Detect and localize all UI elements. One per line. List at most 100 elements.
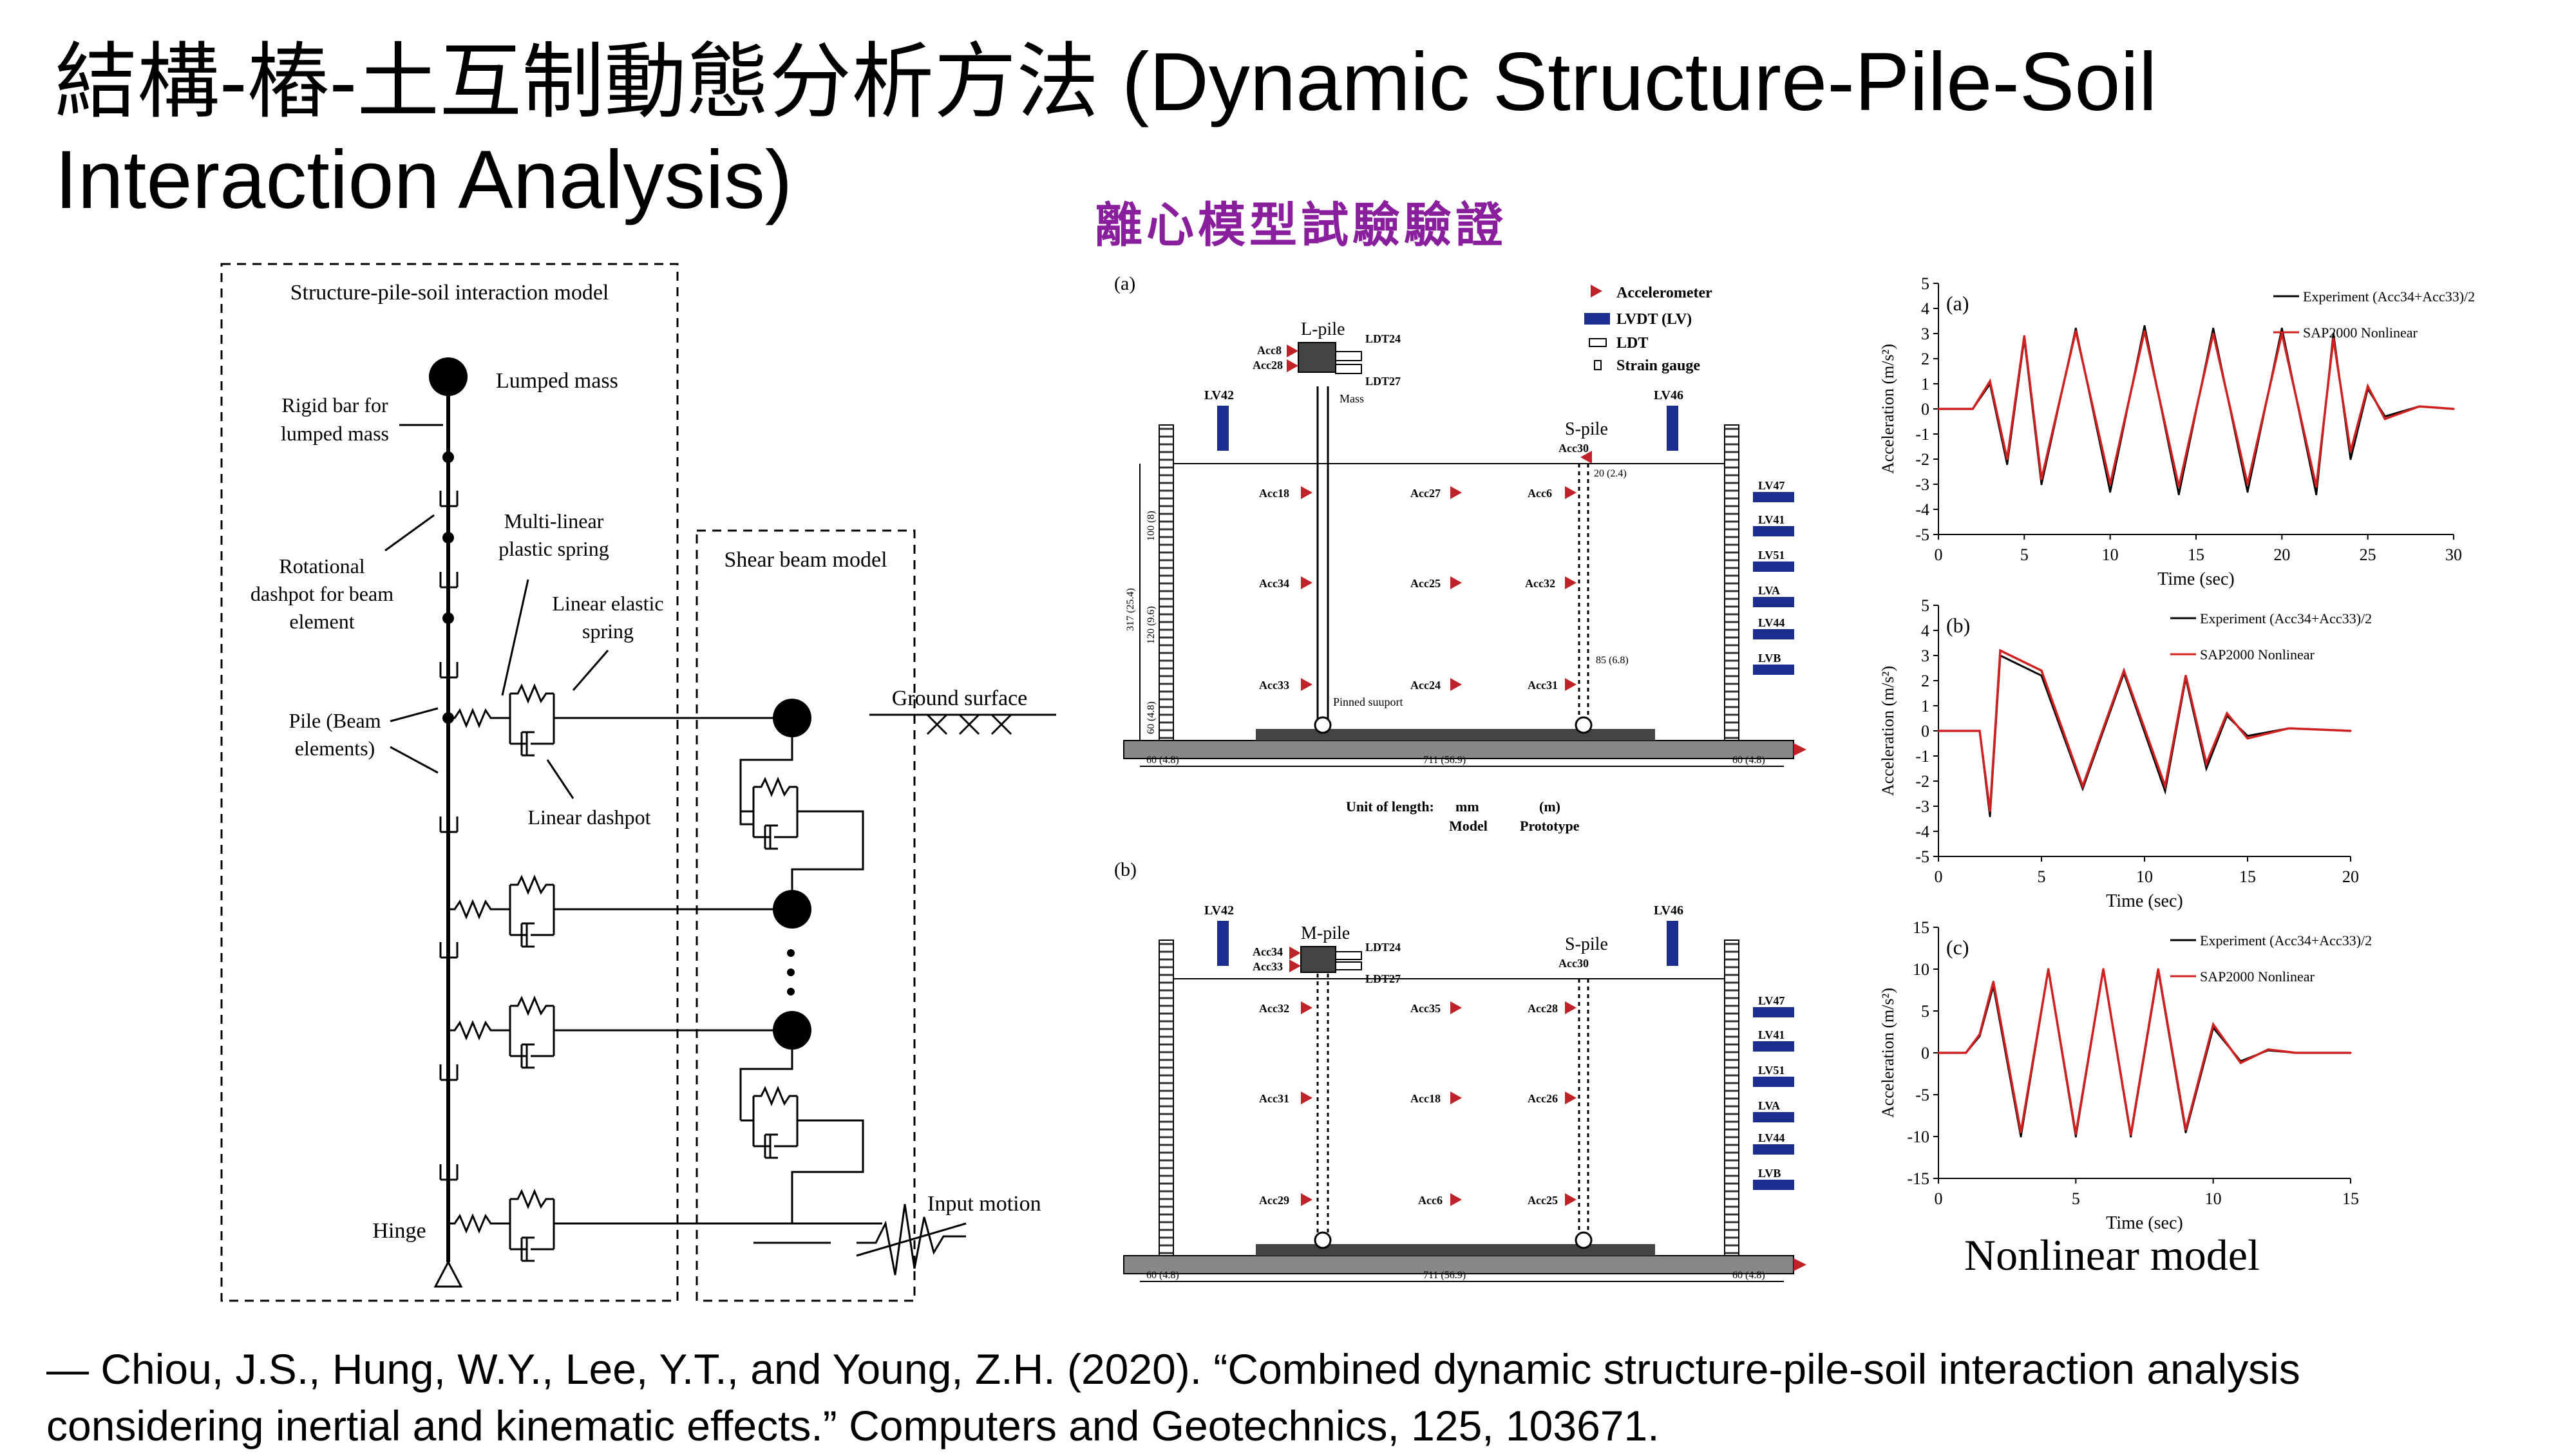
- a-mass-label: Mass: [1340, 392, 1364, 405]
- b-right-lv-2: LV41: [1758, 1028, 1785, 1041]
- unit-m: (m): [1539, 798, 1560, 815]
- a-dim-left-4: 60 (4.8): [1146, 701, 1157, 734]
- legend-entry: Experiment (Acc34+Acc33)/2: [2200, 932, 2372, 949]
- b-dim-bottom-3: 60 (4.8): [1732, 1270, 1765, 1281]
- series-point: [1937, 408, 1940, 410]
- y-tick-label: 0: [1921, 400, 1929, 419]
- y-tick-label: 5: [1921, 274, 1929, 293]
- x-tick-label: 20: [2342, 867, 2359, 886]
- a-row1-acc-3: Acc6: [1528, 487, 1552, 500]
- citation: — Chiou, J.S., Hung, W.Y., Lee, Y.T., an…: [46, 1345, 2300, 1449]
- series-line-2: [1938, 330, 2454, 487]
- a-top-acc-2: Acc28: [1253, 359, 1283, 372]
- b-top-acc-2: Acc33: [1253, 960, 1283, 973]
- y-tick-label: -5: [1915, 525, 1929, 544]
- panel-letter: (a): [1946, 292, 1969, 315]
- series-point: [2349, 730, 2352, 732]
- a-row2-acc-2: Acc25: [1410, 577, 1441, 590]
- unit-prototype: Prototype: [1520, 818, 1580, 834]
- series-point: [2074, 1133, 2077, 1135]
- series-point: [1978, 730, 1981, 732]
- a-right-lv-4: LVA: [1758, 584, 1780, 597]
- a-left-pile: L-pile: [1301, 319, 1345, 339]
- series-point: [1978, 1033, 1981, 1035]
- y-tick-label: 15: [1913, 918, 1929, 937]
- legend-accelerometer: Accelerometer: [1616, 285, 1712, 301]
- series-point: [2332, 337, 2334, 340]
- series-point: [2418, 405, 2421, 408]
- linear-elastic-label-1: Linear elastic: [552, 592, 663, 615]
- series-point: [2295, 1052, 2297, 1054]
- y-tick-label: -4: [1915, 500, 1929, 519]
- series-point: [2040, 478, 2043, 480]
- y-tick-label: 2: [1921, 672, 1929, 690]
- y-tick-label: 1: [1921, 697, 1929, 715]
- series-point: [2367, 385, 2369, 388]
- linear-dashpot-label: Linear dashpot: [527, 806, 650, 829]
- b-row1-acc-1: Acc32: [1259, 1002, 1289, 1015]
- series-line-2: [1938, 968, 2351, 1135]
- b-right-lv-5: LV44: [1758, 1131, 1785, 1144]
- panel-letter: (b): [1946, 614, 1970, 637]
- series-point: [1971, 408, 1974, 410]
- y-tick-label: -10: [1907, 1128, 1929, 1146]
- series-point: [2081, 785, 2084, 788]
- a-right-lv-1: LV47: [1758, 479, 1785, 492]
- x-tick-label: 20: [2273, 545, 2290, 564]
- legend-entry: SAP2000 Nonlinear: [2303, 325, 2418, 341]
- unit-model: Model: [1449, 818, 1488, 834]
- series-point: [1999, 649, 2002, 652]
- unit-label: Unit of length:: [1346, 798, 1434, 815]
- series-point: [2246, 737, 2249, 740]
- b-top-acc-1: Acc34: [1253, 945, 1283, 958]
- a-dim-bottom-3: 60 (4.8): [1732, 755, 1765, 766]
- x-axis-label: Time (sec): [2106, 891, 2183, 911]
- series-point: [2177, 486, 2180, 488]
- legend-entry: SAP2000 Nonlinear: [2200, 968, 2315, 985]
- series-point: [2226, 712, 2228, 715]
- x-tick-label: 0: [1935, 867, 1943, 886]
- legend-entry: SAP2000 Nonlinear: [2200, 647, 2315, 663]
- y-tick-label: -4: [1915, 822, 1929, 841]
- series-point: [2452, 408, 2455, 410]
- b-right-lv-3: LV51: [1758, 1064, 1785, 1077]
- series-point: [2205, 762, 2208, 765]
- b-lv-left: LV42: [1204, 903, 1234, 918]
- x-tick-label: 25: [2360, 545, 2376, 564]
- series-point: [2109, 491, 2112, 493]
- x-tick-label: 0: [1935, 1189, 1943, 1208]
- b-right-lv-1: LV47: [1758, 994, 1785, 1007]
- a-dim-bottom-1: 60 (4.8): [1146, 755, 1179, 766]
- rigid-bar-label-1: Rigid bar for: [281, 393, 388, 417]
- series-point: [2123, 669, 2125, 672]
- a-dim-20: 20 (2.4): [1594, 468, 1627, 479]
- a-right-pile: S-pile: [1565, 419, 1608, 439]
- series-point: [1989, 810, 1991, 813]
- legend-entry: Experiment (Acc34+Acc33)/2: [2303, 288, 2475, 305]
- y-tick-label: 2: [1921, 350, 1929, 368]
- y-tick-label: 4: [1921, 299, 1929, 318]
- y-tick-label: -2: [1915, 450, 1929, 469]
- a-row3-acc-2: Acc24: [1410, 679, 1441, 692]
- y-tick-label: -1: [1915, 747, 1929, 766]
- y-tick-label: -1: [1915, 425, 1929, 444]
- series-point: [2349, 1052, 2352, 1054]
- interaction-model-figure: Structure-pile-soil interaction model Sh…: [220, 263, 1056, 1302]
- x-tick-label: 15: [2342, 1189, 2359, 1208]
- y-tick-label: -5: [1915, 847, 1929, 866]
- a-right-lv-3: LV51: [1758, 549, 1785, 562]
- a-row1-acc-2: Acc27: [1410, 487, 1441, 500]
- series-point: [2239, 1062, 2242, 1064]
- y-tick-label: 5: [1921, 1002, 1929, 1021]
- multilinear-label-2: plastic spring: [498, 537, 609, 560]
- series-point: [2020, 1135, 2022, 1138]
- series-point: [2006, 458, 2009, 460]
- series-point: [2020, 1131, 2022, 1133]
- y-axis-label: Acceleration (m/s²): [1879, 344, 1897, 474]
- nonlinear-model-label: Nonlinear model: [1964, 1231, 2260, 1279]
- b-row1-acc-2: Acc35: [1410, 1002, 1441, 1015]
- a-dim-left-1: 317 (25.4): [1125, 588, 1136, 631]
- linear-elastic-label-2: spring: [582, 619, 634, 643]
